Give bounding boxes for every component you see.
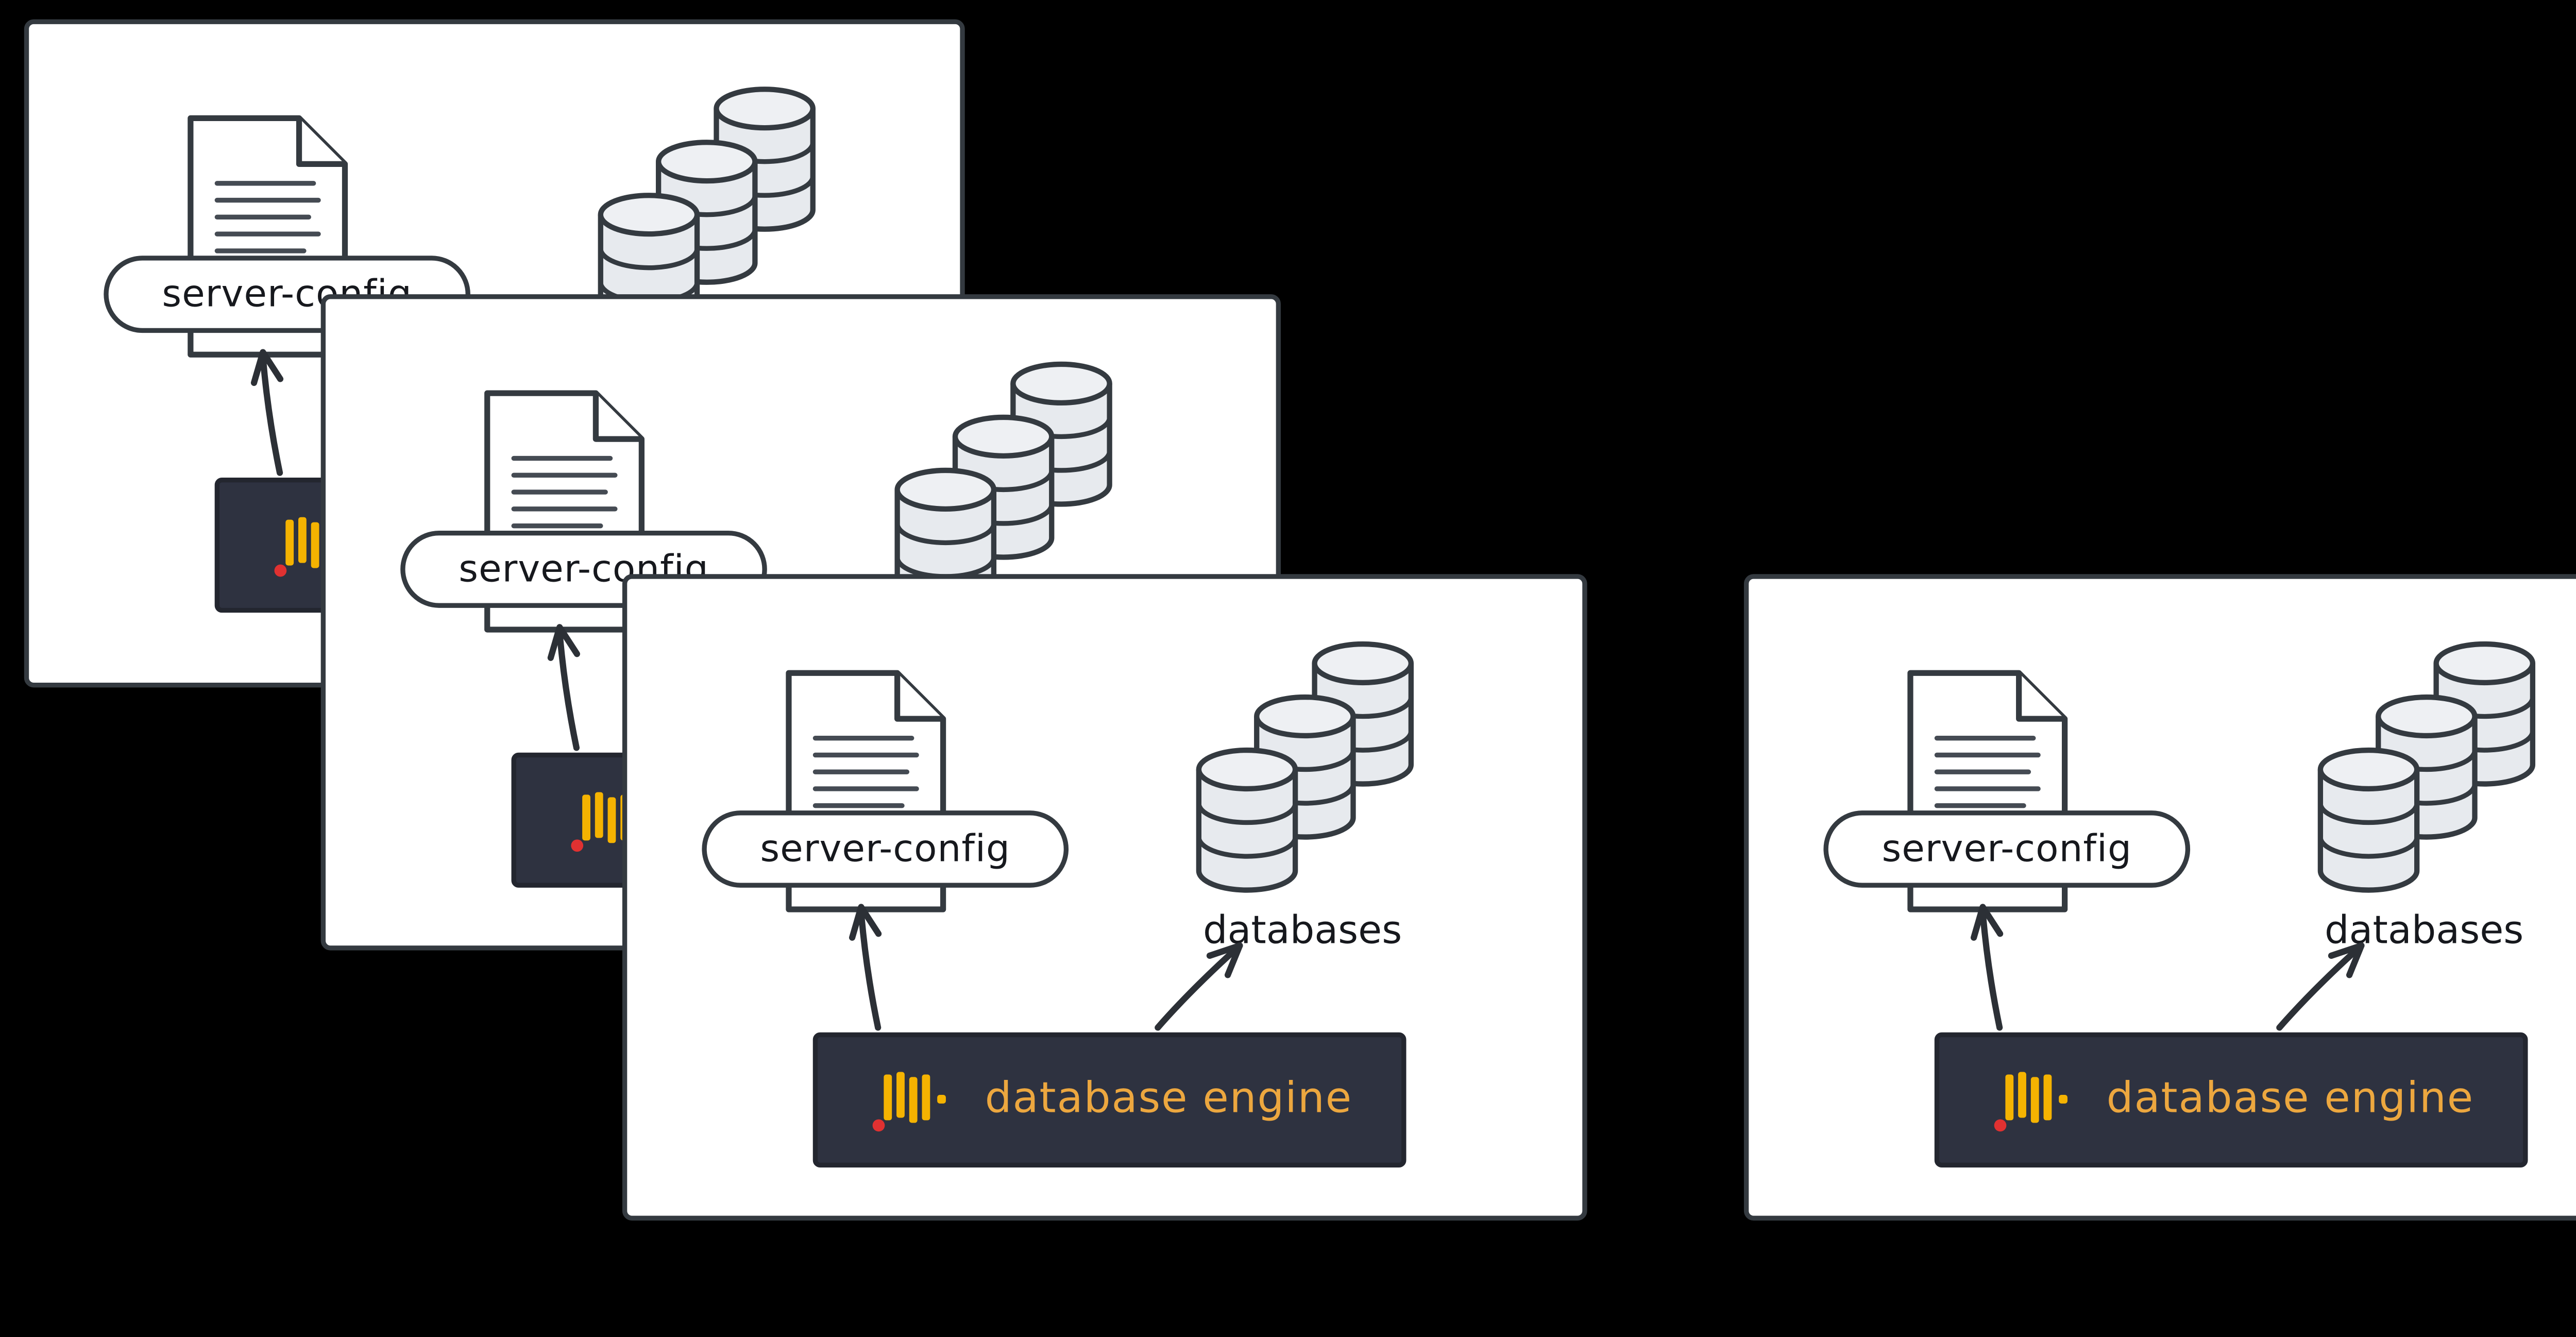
database-engine-icon [1995, 1072, 2069, 1132]
document-text-lines [511, 455, 618, 562]
server-config-tag: server-config [702, 810, 1069, 888]
arrow-engine-to-config-icon [849, 904, 882, 1031]
arrows [1971, 904, 2365, 1031]
arrow-engine-to-config-icon [1971, 904, 2004, 1031]
arrow-engine-to-databases-icon [1155, 942, 1243, 1031]
database-engine-label: database engine [985, 1076, 1353, 1124]
databases-icon [1196, 641, 1414, 893]
databases-icon [2317, 641, 2536, 893]
panel-single-full: server-config databases database engin [1743, 574, 2576, 1221]
arrow-engine-to-config-icon [547, 624, 580, 751]
database-engine-label: database engine [2106, 1076, 2475, 1124]
server-config-label: server-config [760, 827, 1010, 871]
arrow-engine-to-databases-icon [2276, 942, 2365, 1031]
server-config-tag: server-config [1823, 810, 2191, 888]
arrows [849, 904, 1243, 1031]
server-config-label: server-config [1882, 827, 2132, 871]
database-engine-box: database engine [812, 1032, 1406, 1167]
database-engine-box: database engine [1934, 1032, 2528, 1167]
panel-stack-front: server-config databases database engin [622, 574, 1587, 1221]
arrow-engine-to-config-icon [250, 349, 284, 476]
database-engine-icon [873, 1072, 947, 1132]
